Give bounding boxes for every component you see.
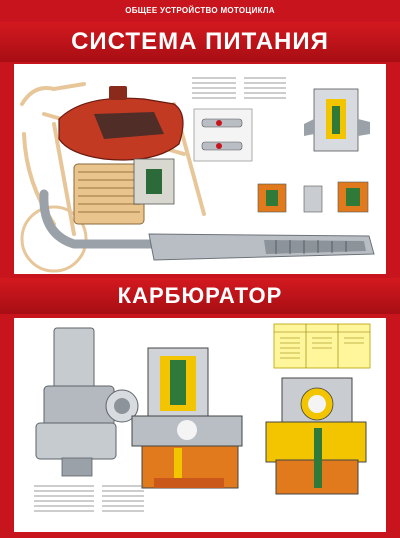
legend-lines (192, 77, 286, 99)
float-chamber-details (257, 181, 369, 213)
carburetor-illustration (34, 323, 371, 512)
engine (73, 158, 175, 225)
fuel-system-illustration (20, 77, 375, 273)
carburetor-section-view (131, 347, 243, 489)
carburetor-float-section (265, 377, 367, 495)
section-title-fuel-system: СИСТЕМА ПИТАНИЯ (0, 22, 400, 62)
exhaust-muffler (39, 189, 375, 261)
fuel-tap-inset (193, 108, 253, 162)
section-title-carburetor: КАРБЮРАТОР (0, 278, 400, 314)
carburetor-panel (14, 318, 386, 532)
carburetor-legend-lines (34, 485, 144, 512)
poster-top-caption: ОБЩЕЕ УСТРОЙСТВО МОТОЦИКЛА (125, 6, 275, 15)
carburetor-detail-top (304, 88, 370, 152)
fuel-tank (58, 86, 184, 161)
fuel-system-panel (14, 64, 386, 274)
jet-table (273, 323, 371, 369)
carburetor-external-view (35, 327, 139, 477)
